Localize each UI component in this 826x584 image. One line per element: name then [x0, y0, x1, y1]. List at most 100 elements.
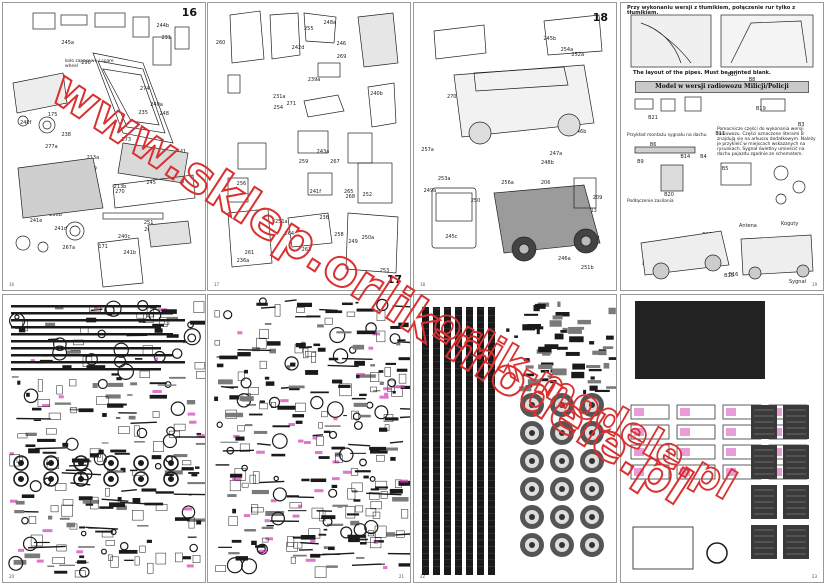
part-label: 273	[121, 137, 131, 144]
part-label: 241b	[123, 249, 137, 256]
part-label: 241e	[29, 217, 43, 224]
page-footer: 22	[420, 574, 426, 579]
wheel-part	[187, 333, 197, 343]
wheel-part	[353, 523, 367, 537]
part-label: 264	[284, 230, 295, 237]
wheel-part	[53, 337, 67, 352]
part-label: 213b	[113, 184, 127, 191]
part-label: 259	[298, 158, 309, 165]
part-label: 253a	[437, 175, 451, 182]
wheel-part	[14, 314, 20, 320]
part-label: 265	[343, 189, 354, 196]
part-label: 270	[115, 188, 125, 195]
wheel-part	[78, 566, 90, 578]
page-number: 18	[592, 11, 608, 24]
cutout-parts	[8, 299, 205, 578]
wheel-part	[387, 378, 397, 388]
wheel-part	[364, 519, 379, 535]
part-label: 245b	[543, 36, 557, 43]
wheel-part	[22, 536, 38, 552]
panel-part	[676, 404, 716, 420]
part-label: 254a	[560, 47, 574, 54]
part-label: 246b	[573, 128, 587, 135]
part-label: B10	[727, 72, 738, 79]
wheel-part	[110, 529, 117, 536]
vehicle-drawings	[431, 14, 603, 262]
wheel-part	[100, 548, 107, 555]
part-label: 267a	[62, 245, 76, 252]
wheel-part	[365, 322, 377, 334]
wheel-part	[256, 544, 266, 554]
wheel-part	[97, 378, 108, 390]
part-label: 245a	[61, 40, 74, 47]
part-label: 240f	[19, 119, 32, 126]
part-label: 269	[336, 53, 347, 60]
wheel-part	[353, 420, 363, 430]
part-label: B9	[637, 158, 644, 165]
part-label: 244b	[156, 22, 170, 29]
panel-part	[676, 444, 716, 460]
wheel-part	[258, 297, 267, 306]
part-label: 270a	[446, 93, 460, 100]
part-label: B5	[721, 165, 729, 172]
part-label: 249	[348, 238, 358, 245]
pipe-caption: The layout of the pipes. Must be printed…	[633, 70, 771, 76]
page-footer: 17	[214, 282, 220, 287]
part-label: 252a	[571, 52, 585, 59]
part-label: 209	[592, 195, 603, 202]
wheel-part	[170, 401, 186, 416]
part-label: B4	[700, 153, 707, 160]
wheel-part	[226, 557, 243, 574]
part-label: 263	[301, 246, 312, 253]
part-label: 257a	[421, 147, 434, 154]
wheel-part	[332, 348, 349, 364]
part-label: 231a	[272, 94, 286, 101]
part-label: 248	[159, 110, 169, 117]
part-label: B3	[797, 122, 805, 129]
wheel-part	[80, 530, 87, 537]
part-label: 240a	[150, 101, 163, 108]
instruction-page-18: 18 18 206209210213216218219224247246a247…	[413, 2, 617, 291]
wheel-part	[338, 447, 354, 463]
police-version-drawings	[630, 14, 814, 280]
spare-wheel-note: koło zapasowe / spare wheel	[65, 59, 114, 69]
part-label: B8	[748, 76, 756, 83]
cutout-sheet-23: 23	[620, 294, 824, 583]
wheel-part	[21, 516, 29, 525]
wheel-part	[52, 345, 68, 361]
cutout-parts	[422, 301, 616, 575]
wheel-part	[374, 405, 389, 420]
wheel-part	[310, 395, 324, 410]
part-label: 258	[334, 231, 344, 238]
part-label: 243a	[316, 148, 330, 155]
part-label: 248b	[541, 160, 554, 167]
part-label: 267	[330, 158, 340, 165]
cutout-sheet-22: 22	[413, 294, 617, 583]
wheel-part	[113, 342, 129, 358]
wheel-part	[359, 458, 367, 467]
part-label: 245	[146, 179, 156, 186]
page-footer: 20	[9, 574, 15, 579]
wheel-part	[136, 427, 148, 439]
part-label: 251a	[274, 219, 288, 226]
dark-panel	[635, 301, 765, 379]
part-label: 206	[540, 180, 551, 187]
part-label: 239a	[307, 76, 321, 83]
wheel-part	[241, 558, 258, 575]
part-label: 235	[138, 110, 148, 117]
wheel-part	[241, 464, 248, 472]
part-label: 254	[273, 105, 284, 112]
wheel-part	[366, 401, 374, 409]
wheel-part	[65, 437, 79, 451]
wheel-part	[376, 298, 389, 312]
part-label: 240c	[117, 233, 131, 240]
part-label: 261	[244, 250, 255, 257]
wheel-part	[340, 526, 353, 539]
wheel-part	[271, 433, 288, 449]
part-label: 256a	[501, 179, 514, 186]
part-label: 251	[143, 219, 154, 226]
part-label: B21	[648, 115, 658, 122]
wheel-part	[273, 475, 279, 482]
